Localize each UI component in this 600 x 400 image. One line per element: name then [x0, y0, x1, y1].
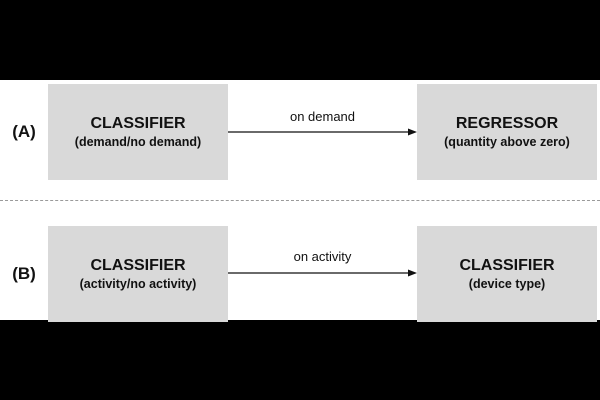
row-a-first-stage-box: CLASSIFIER (demand/no demand) [48, 84, 228, 180]
row-a-arrow-label: on demand [289, 109, 356, 124]
row-b-second-stage-box: CLASSIFIER (device type) [417, 226, 597, 322]
row-b-arrow-label: on activity [293, 249, 352, 264]
row-a-first-stage-title: CLASSIFIER [90, 114, 186, 132]
row-b-second-stage-title: CLASSIFIER [459, 256, 555, 274]
row-b-first-stage-box: CLASSIFIER (activity/no activity) [48, 226, 228, 322]
row-b-arrow-icon [228, 269, 417, 277]
row-a-first-stage-subtitle: (demand/no demand) [74, 134, 202, 149]
diagram-panel: (A) CLASSIFIER (demand/no demand) on dem… [0, 80, 600, 322]
row-b: (B) CLASSIFIER (activity/no activity) on… [0, 226, 600, 322]
dashed-divider [0, 200, 600, 201]
row-a-arrow: on demand [228, 84, 417, 180]
row-a-label: (A) [12, 122, 36, 141]
row-a: (A) CLASSIFIER (demand/no demand) on dem… [0, 84, 600, 180]
row-a-second-stage-subtitle: (quantity above zero) [444, 134, 570, 149]
row-a-second-stage-title: REGRESSOR [455, 114, 559, 132]
row-b-second-stage-subtitle: (device type) [468, 276, 546, 291]
row-b-arrow: on activity [228, 226, 417, 322]
row-a-arrow-icon [228, 128, 417, 136]
row-b-first-stage-title: CLASSIFIER [90, 256, 186, 274]
row-a-second-stage-box: REGRESSOR (quantity above zero) [417, 84, 597, 180]
row-b-label: (B) [12, 264, 36, 283]
row-b-first-stage-subtitle: (activity/no activity) [79, 276, 197, 291]
